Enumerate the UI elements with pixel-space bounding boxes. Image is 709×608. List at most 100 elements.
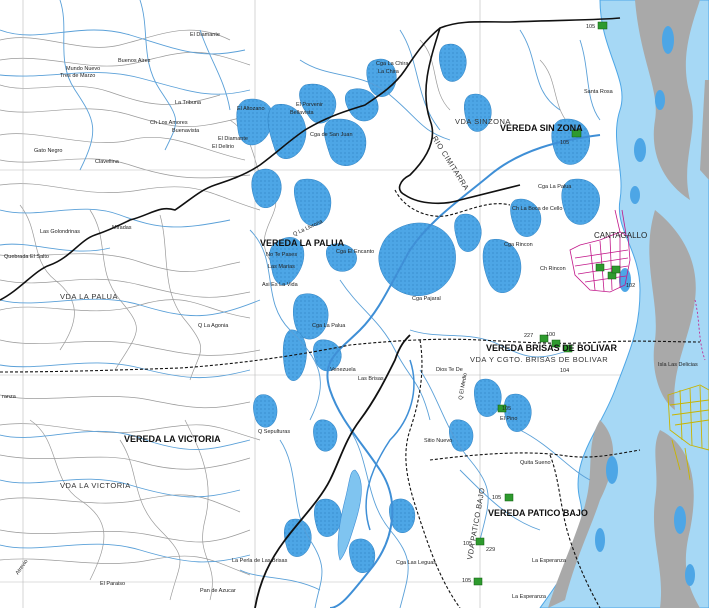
marker: [475, 537, 485, 546]
label-vereda-brisas: VEREDA BRISAS DE BOLIVAR: [486, 343, 618, 353]
label-vda-patico-bajo: VDA PATICO BAJO: [465, 487, 487, 561]
place-cantagallo: CANTAGALLO: [594, 231, 647, 240]
place-el-porvenir: El Porvenir: [296, 102, 323, 108]
place-venezuela: Venezuela: [330, 367, 357, 373]
marker: [571, 129, 582, 138]
place-cga-rincon: Cga Rincon: [504, 242, 533, 248]
place-clavellina: Clavellina: [95, 159, 120, 165]
place-el-delirio: El Delirio: [212, 144, 234, 150]
marker-label: 102: [626, 283, 635, 289]
place-cga-san-juan: Cga de San Juan: [310, 132, 353, 138]
place-cga-la-palua: Cga La Palua: [538, 184, 572, 190]
place-la-esperanza-2: La Esperanza: [512, 594, 547, 600]
place-q-la-agonia: Q La Agonia: [198, 323, 229, 329]
marker-label: 105: [462, 578, 471, 584]
marker: [595, 263, 605, 272]
place-el-paraiso: El Paraiso: [100, 581, 125, 587]
place-quita-sueno: Quita Sueno: [520, 460, 551, 466]
marker: [611, 265, 621, 274]
place-la-perla: La Perla de Las Brisas: [232, 558, 288, 564]
place-el-diamante-top: El Diamante: [190, 32, 220, 38]
marker: [563, 344, 573, 353]
boundaries: [0, 17, 621, 608]
place-cga-pajaral: Cga Pajaral: [412, 296, 441, 302]
place-cga-la-palua-2: Cga La Palua: [312, 323, 346, 329]
place-no-te-pases: No Te Pases: [266, 252, 297, 258]
place-cga-las-leguas: Cga Las Leguas: [396, 560, 436, 566]
place-la-chira: La Chira: [378, 69, 400, 75]
place-el-altozano: El Altozano: [237, 106, 265, 112]
marker-label: 105: [502, 406, 511, 412]
place-cga-la-chira: Cga La Chira: [376, 61, 409, 67]
place-la-esperanza: La Esperanza: [532, 558, 567, 564]
place-santa-rosa: Santa Rosa: [584, 89, 614, 95]
label-vda-brisas: VDA Y CGTO. BRISAS DE BOLIVAR: [470, 355, 608, 364]
sandbar: [635, 0, 700, 200]
wetlands: [236, 43, 600, 573]
marker-label: 100: [546, 332, 555, 338]
road-right: [694, 299, 706, 361]
marker-label: 105: [586, 24, 595, 30]
marker-label: 105: [560, 140, 569, 146]
place-ch-rincon: Ch Rincon: [540, 266, 566, 272]
marker-label: 104: [560, 368, 569, 374]
lagoon-strip: [337, 469, 362, 561]
marker-label: 105: [492, 495, 501, 501]
place-las-delicias: Isla Las Delicias: [658, 362, 698, 368]
place-gato-negro: Gato Negro: [34, 148, 62, 154]
place-cga-el-encanto: Cga El Encanto: [336, 249, 374, 255]
place-buenos-aires: Buenos Aires: [118, 58, 151, 64]
place-las-brisas: Las Brisas: [358, 376, 384, 382]
rio-cimitarra: [326, 134, 601, 608]
marker: [597, 21, 608, 30]
place-mundo-nuevo: Mundo Nuevo: [66, 66, 100, 72]
sandbar: [700, 80, 709, 180]
marker: [539, 334, 549, 343]
boundary-main: [0, 17, 621, 301]
marker-label: 229: [486, 547, 495, 553]
dashed-boundaries: [0, 189, 701, 608]
place-tres-de-marzo: Tres de Marzo: [60, 73, 95, 79]
label-vereda-la-palua: VEREDA LA PALUA: [260, 238, 345, 248]
place-asi-es-la-vida: Asi Es La Vida: [262, 282, 299, 288]
label-vda-la-victoria: VDA LA VICTORIA: [60, 481, 131, 490]
place-la-tribuna: La Tribuna: [175, 100, 202, 106]
place-q-el-medio: Q El Medio: [458, 373, 469, 401]
place-buenavista: Buenavista: [172, 128, 200, 134]
place-atrevio: Atrevio: [15, 559, 30, 576]
marker: [497, 404, 507, 413]
label-vereda-la-victoria: VEREDA LA VICTORIA: [124, 434, 221, 444]
place-dios-te-de: Dios Te De: [436, 367, 463, 373]
place-miradas: Miradas: [112, 225, 132, 231]
marker: [473, 577, 483, 586]
markers: [473, 21, 621, 586]
place-las-marias: Las Marias: [268, 264, 295, 270]
marker: [504, 493, 514, 502]
boundary-south: [254, 334, 411, 608]
place-pan-de-azucar: Pan de Azucar: [200, 588, 236, 594]
cantagallo-urban: [569, 209, 631, 293]
marker-label: 105: [463, 541, 472, 547]
streams: [0, 0, 601, 608]
place-ranza: ranza: [2, 394, 17, 400]
marker: [551, 339, 561, 348]
label-vereda-sin-zona: VEREDA SIN ZONA: [500, 123, 583, 133]
label-vda-sinzona: VDA SINZONA: [455, 117, 511, 126]
sandbar: [649, 210, 696, 410]
place-ch-la-boca: Ch La Boca de Cello: [512, 206, 562, 212]
place-las-golondrinas: Las Golondrinas: [40, 229, 80, 235]
contour-lines: [0, 29, 576, 601]
place-sitio-nuevo: Sitio Nuevo: [424, 438, 452, 444]
river-channel: [365, 359, 415, 531]
label-vereda-patico-bajo: VEREDA PATICO BAJO: [488, 508, 588, 518]
main-river: [539, 0, 709, 608]
place-q-sepulturas: Q Sepulturas: [258, 429, 290, 435]
boundary-vertical: [398, 27, 521, 205]
place-el-diamante: El Diamante: [218, 136, 248, 142]
place-bellavista: Bellavista: [290, 110, 314, 116]
place-el-pino: El Pino: [500, 416, 517, 422]
label-vda-la-palua: VDA LA PALUA: [60, 292, 118, 301]
label-rio-cimitarra: RIO CIMITARRA: [430, 134, 471, 192]
